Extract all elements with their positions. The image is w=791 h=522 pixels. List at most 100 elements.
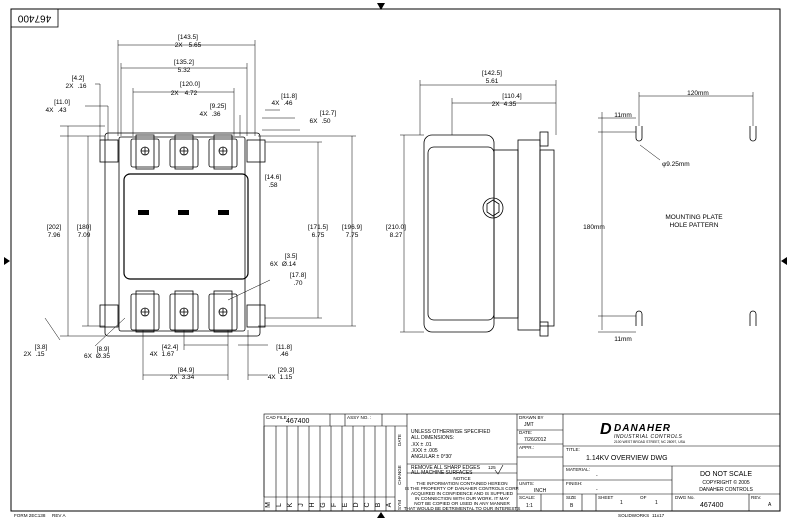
svg-text:UNLESS OTHERWISE SPECIFIED: UNLESS OTHERWISE SPECIFIED	[411, 429, 491, 435]
svg-text:[17.8]: [17.8]	[290, 272, 306, 279]
svg-text:[84.9]: [84.9]	[178, 367, 194, 374]
top-center-marker	[377, 3, 385, 10]
svg-text:D: D	[600, 421, 612, 438]
svg-text:6X.50: 6X.50	[310, 118, 331, 125]
svg-text:B: B	[375, 502, 382, 507]
svg-text:φ9.25mm: φ9.25mm	[662, 161, 690, 168]
svg-text:A: A	[768, 502, 772, 508]
svg-text:[14.6]: [14.6]	[265, 174, 281, 181]
svg-text:FINISH:: FINISH:	[566, 481, 582, 486]
front-led-indicators	[138, 210, 229, 215]
svg-text:4X1.67: 4X1.67	[150, 351, 175, 358]
svg-text:6XØ.14: 6XØ.14	[270, 261, 296, 268]
title-block-grid	[263, 413, 781, 512]
svg-text:DATE:: DATE:	[519, 430, 532, 435]
svg-text:SCALE:: SCALE:	[519, 495, 535, 500]
right-center-marker	[781, 257, 787, 265]
svg-text:INCH: INCH	[534, 488, 547, 494]
svg-text:[11.8]: [11.8]	[276, 344, 292, 351]
svg-text:L: L	[276, 503, 283, 507]
svg-text:OF: OF	[640, 495, 647, 500]
svg-text:F: F	[331, 503, 338, 507]
svg-text:[142.5]: [142.5]	[482, 70, 502, 77]
front-terminal-screws	[140, 146, 228, 317]
svg-text:.XXX ± .005: .XXX ± .005	[411, 448, 438, 454]
svg-text:E: E	[342, 502, 349, 507]
svg-text:DWG No.: DWG No.	[675, 495, 695, 500]
svg-text:120mm: 120mm	[687, 90, 709, 97]
svg-text:NOT BE COPIED OR USED IN ANY M: NOT BE COPIED OR USED IN ANY MANNER	[414, 501, 510, 506]
svg-text:B: B	[570, 503, 574, 509]
svg-text:467400: 467400	[286, 418, 309, 425]
svg-text:4X.43: 4X.43	[46, 107, 67, 114]
svg-text:IN CONNECTION WITH OUR WORK. I: IN CONNECTION WITH OUR WORK. IT MAY	[415, 496, 509, 501]
svg-text:DO NOT SCALE: DO NOT SCALE	[700, 471, 752, 478]
svg-text:[12.7]: [12.7]	[320, 110, 336, 117]
svg-text:MATERIAL:: MATERIAL:	[566, 467, 590, 472]
svg-text:G: G	[320, 502, 327, 507]
svg-text:4X.46: 4X.46	[272, 100, 293, 107]
side-view	[423, 131, 555, 337]
svg-text:APPR.:: APPR.:	[519, 445, 534, 450]
svg-text:4X1.15: 4X1.15	[268, 374, 293, 381]
svg-text:[196.9]: [196.9]	[342, 224, 362, 231]
svg-text:DRAWN BY: DRAWN BY	[519, 415, 544, 420]
svg-text:2X5.65: 2X5.65	[175, 42, 202, 49]
svg-text:[120.0]: [120.0]	[180, 81, 200, 88]
svg-text:1: 1	[620, 500, 623, 506]
svg-text:NOTICE: NOTICE	[453, 476, 470, 481]
svg-text:[11.0]: [11.0]	[54, 99, 70, 106]
svg-text:7.75: 7.75	[346, 232, 359, 239]
surface-finish-symbol	[494, 464, 504, 475]
svg-text:THAT WOULD BE DETRIMENTAL TO O: THAT WOULD BE DETRIMENTAL TO OUR INTERES…	[404, 506, 521, 511]
svg-text:JMT: JMT	[524, 422, 534, 428]
svg-text:REV A: REV A	[52, 513, 66, 518]
svg-text:1:1: 1:1	[526, 503, 533, 509]
svg-text:-: -	[596, 473, 598, 479]
rotated-dwg-number: 467400	[10, 8, 59, 28]
svg-text:.58: .58	[268, 182, 277, 189]
svg-text:SIZE: SIZE	[566, 495, 576, 500]
svg-text:1.14KV OVERVIEW DWG: 1.14KV OVERVIEW DWG	[586, 455, 668, 462]
svg-text:ALL DIMENSIONS:: ALL DIMENSIONS:	[411, 435, 454, 441]
svg-text:467400: 467400	[17, 12, 51, 23]
svg-text:DANAHER: DANAHER	[614, 423, 671, 434]
svg-text:[202]: [202]	[47, 224, 62, 231]
svg-text:7.09: 7.09	[78, 232, 91, 239]
svg-text:FORM 2EC138: FORM 2EC138	[14, 513, 46, 518]
svg-text:SHEET: SHEET	[598, 495, 614, 500]
front-display-window	[123, 173, 249, 280]
svg-text:[135.2]: [135.2]	[174, 59, 194, 66]
svg-text:C: C	[364, 502, 371, 507]
svg-text:CAD FILE :: CAD FILE :	[266, 415, 289, 420]
svg-text:11mm: 11mm	[614, 112, 632, 119]
svg-text:REMOVE ALL SHARP EDGES: REMOVE ALL SHARP EDGES	[411, 465, 481, 471]
svg-text:ANGULAR ± 0°30': ANGULAR ± 0°30'	[411, 454, 452, 460]
svg-text:CHANGE: CHANGE	[397, 465, 402, 485]
svg-text:[29.3]: [29.3]	[278, 367, 294, 374]
svg-text:8.27: 8.27	[390, 232, 403, 239]
svg-text:[171.5]: [171.5]	[308, 224, 328, 231]
svg-text:125: 125	[488, 465, 496, 470]
svg-text:2X3.34: 2X3.34	[170, 374, 195, 381]
svg-text:[9.25]: [9.25]	[210, 103, 226, 110]
svg-text:ASSY NO. :: ASSY NO. :	[347, 415, 371, 420]
svg-text:SYM: SYM	[397, 500, 402, 510]
svg-text:THE INFORMATION CONTAINED HERE: THE INFORMATION CONTAINED HEREON	[416, 481, 507, 486]
svg-text:INDUSTRIAL CONTROLS: INDUSTRIAL CONTROLS	[614, 434, 682, 440]
svg-text:TITLE:: TITLE:	[566, 447, 580, 452]
mounting-hole-bottom-right	[749, 310, 757, 326]
svg-text:SOLIDWORKS: SOLIDWORKS	[618, 513, 649, 518]
svg-text:[180]: [180]	[77, 224, 92, 231]
svg-text:.XX ± .01: .XX ± .01	[411, 442, 432, 448]
svg-text:D: D	[353, 502, 360, 507]
footer: FORM 2EC138 REV A SOLIDWORKS 11x17	[14, 513, 665, 518]
svg-text:4X.36: 4X.36	[200, 111, 221, 118]
svg-text:180mm: 180mm	[583, 224, 605, 231]
svg-text:11mm: 11mm	[614, 336, 632, 343]
svg-text:11x17: 11x17	[652, 513, 665, 518]
mounting-hole-bottom-left	[635, 310, 643, 326]
